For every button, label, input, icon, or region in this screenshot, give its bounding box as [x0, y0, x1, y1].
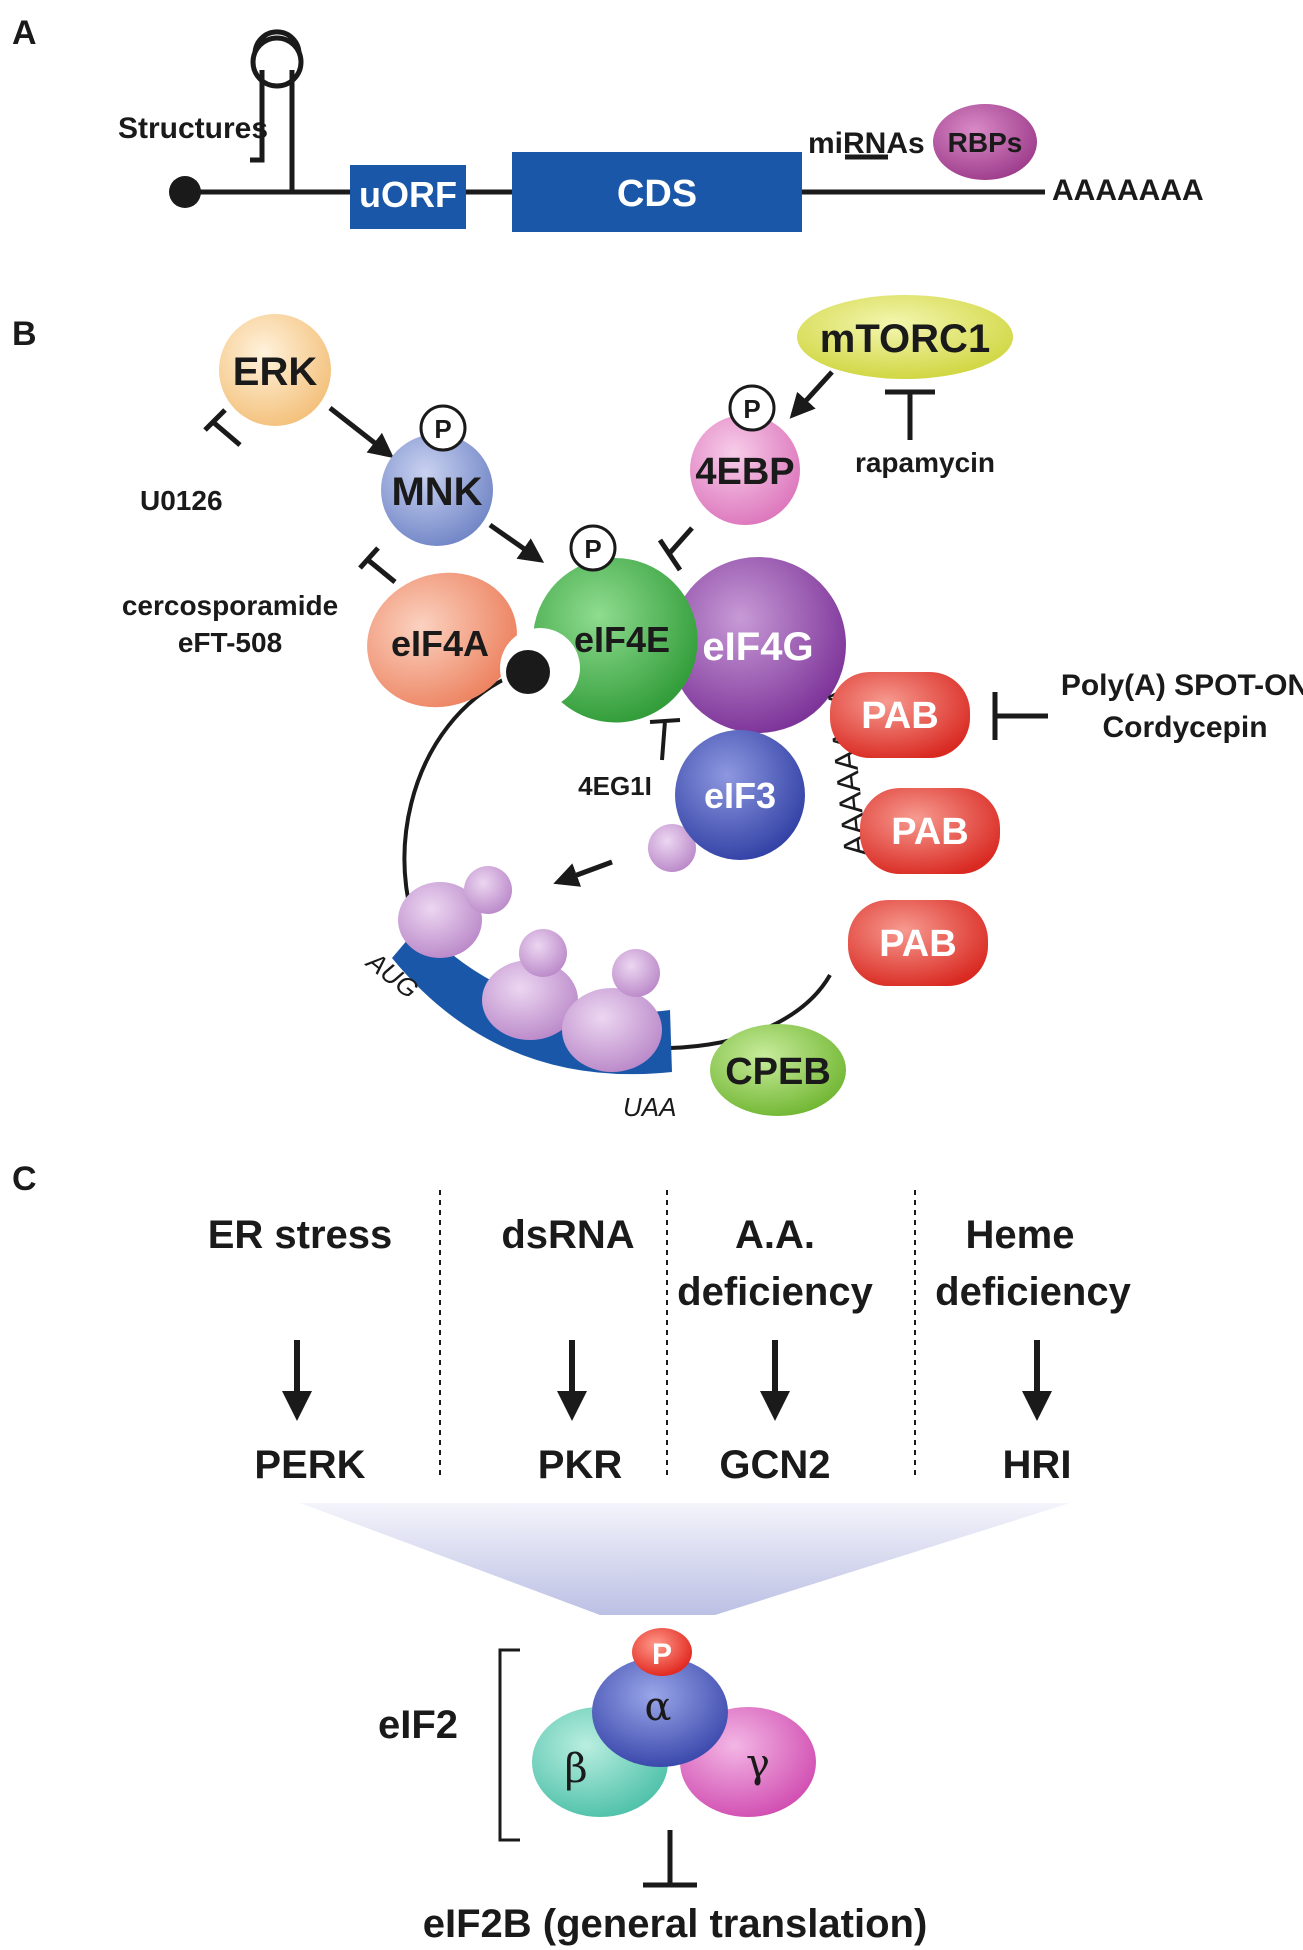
eif2-p-label: P	[652, 1638, 672, 1671]
eft508-label: eFT-508	[178, 627, 282, 658]
pab-node-3	[848, 900, 988, 986]
eif2b-inhibit	[643, 1830, 697, 1888]
mnk-p-label: P	[434, 414, 451, 444]
hairpin-loop	[250, 35, 304, 89]
mtor-to-4ebp-arrow	[789, 370, 834, 419]
kinase-hri: HRI	[1003, 1443, 1072, 1487]
stress-dsrna: dsRNA	[501, 1213, 634, 1257]
rapamycin-label: rapamycin	[855, 447, 995, 478]
4ebp-label: 4EBP	[695, 451, 794, 493]
gamma-label: γ	[746, 1741, 770, 1787]
column-dividers	[439, 1190, 916, 1475]
uorf-box	[350, 165, 466, 229]
scanning-arrow	[553, 859, 613, 887]
eif2-alpha	[592, 1657, 728, 1767]
stress-arrows	[282, 1340, 1052, 1421]
pab-label-2: PAB	[891, 811, 968, 853]
stress-aa-line1: A.A.	[735, 1213, 815, 1257]
mtorc1-node	[797, 295, 1013, 379]
4ebp-inhibit	[657, 526, 694, 572]
rbps-label: RBPs	[948, 127, 1023, 158]
cds-label: CDS	[617, 173, 697, 215]
polya-inhibit	[992, 692, 1048, 740]
rbps-blob	[933, 104, 1037, 180]
cds-box	[512, 152, 802, 232]
cpeb-node	[710, 1024, 846, 1116]
pab-label-1: PAB	[861, 695, 938, 737]
u0126-inhibit	[203, 408, 242, 447]
cpeb-label: CPEB	[725, 1051, 831, 1093]
pab-node-2	[860, 788, 1000, 874]
panel-a-label: A	[12, 14, 37, 52]
alpha-label: α	[644, 1684, 671, 1730]
erk-node	[219, 314, 331, 426]
ribosomes	[398, 824, 696, 1072]
stress-er: ER stress	[208, 1213, 393, 1257]
4eg1i-label: 4EG1I	[578, 771, 652, 801]
rapamycin-inhibit	[885, 389, 935, 440]
eif4a-node	[367, 572, 517, 708]
cap-5prime	[169, 176, 201, 208]
mrna-schematic	[169, 29, 1045, 232]
panel-b-label: B	[12, 315, 37, 353]
stress-aa-line2: deficiency	[677, 1270, 873, 1314]
4ebp-node	[690, 415, 800, 525]
mnk-node	[381, 434, 493, 546]
eif2-label: eIF2	[378, 1703, 458, 1747]
4eg1i-inhibit	[649, 718, 681, 761]
stress-heme-line1: Heme	[966, 1213, 1075, 1257]
mnk-label: MNK	[391, 470, 482, 514]
kinase-pkr: PKR	[538, 1443, 623, 1487]
eif2-bracket	[498, 1648, 520, 1842]
cercos-label: cercosporamide	[122, 590, 338, 621]
uaa-label: UAA	[623, 1092, 676, 1122]
eif4a-label: eIF4A	[391, 623, 489, 664]
stress-heme-line2: deficiency	[935, 1270, 1131, 1314]
structures-label: Structures	[118, 112, 268, 145]
pab-label-3: PAB	[879, 923, 956, 965]
eif4e-phospho	[569, 524, 617, 572]
eif4e-p-label: P	[584, 534, 601, 564]
panel-c-label: C	[12, 1160, 37, 1198]
4ebp-phospho	[728, 384, 776, 432]
eif2b-label: eIF2B (general translation)	[423, 1902, 928, 1946]
mnk-to-4e-arrow	[488, 522, 545, 563]
mnk-phospho	[419, 404, 467, 452]
eif3-label: eIF3	[704, 775, 776, 816]
4ebp-p-label: P	[743, 394, 760, 424]
mirnas-label: miRNAs	[808, 127, 925, 160]
polya-spot-label: Poly(A) SPOT-ON	[1061, 669, 1303, 702]
eif3-node	[675, 730, 805, 860]
erk-to-mnk-arrow	[328, 406, 394, 459]
eif4e-label: eIF4E	[574, 619, 670, 660]
kinase-perk: PERK	[254, 1443, 365, 1487]
polya-label: AAAAAAA	[1052, 174, 1204, 207]
uorf-label: uORF	[359, 174, 457, 215]
eif2-phospho	[632, 1628, 692, 1676]
convergence-funnel	[300, 1503, 1070, 1615]
mtorc1-label: mTORC1	[820, 317, 990, 361]
cordycepin-label: Cordycepin	[1102, 711, 1267, 744]
kinase-gcn2: GCN2	[719, 1443, 830, 1487]
u0126-label: U0126	[140, 485, 223, 516]
eif4g-node	[670, 557, 846, 733]
cercos-inhibit	[358, 546, 397, 584]
beta-label: β	[564, 1746, 587, 1792]
eif4g-label: eIF4G	[702, 625, 813, 669]
erk-label: ERK	[233, 350, 318, 394]
pab-node-1	[830, 672, 970, 758]
